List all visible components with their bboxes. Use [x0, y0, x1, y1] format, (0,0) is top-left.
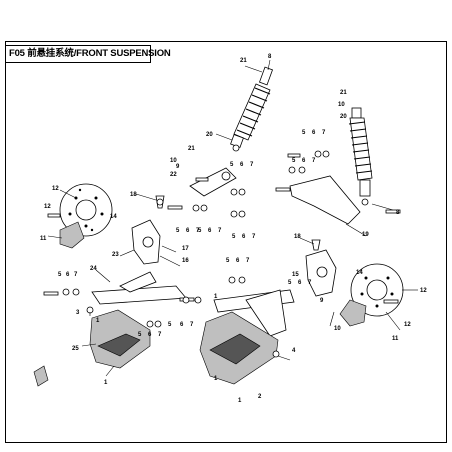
svg-text:6: 6 — [312, 130, 316, 136]
svg-text:7: 7 — [74, 272, 78, 278]
svg-text:6: 6 — [180, 322, 184, 328]
diagram-title: F05 前悬挂系统/FRONT SUSPENSION — [5, 45, 171, 63]
left-brake-caliper — [59, 221, 85, 249]
svg-text:5: 5 — [302, 130, 306, 136]
svg-text:5: 5 — [138, 332, 142, 338]
washers-and-nuts — [62, 150, 330, 328]
svg-text:7: 7 — [322, 130, 326, 136]
callout-5: 5 — [226, 258, 230, 264]
callout-23: 23 — [112, 252, 119, 258]
callout-9: 9 — [320, 298, 324, 304]
svg-text:7: 7 — [218, 228, 222, 234]
svg-text:6: 6 — [148, 332, 152, 338]
callout-12: 12 — [404, 322, 411, 328]
svg-text:6: 6 — [240, 162, 244, 168]
svg-text:7: 7 — [308, 280, 312, 286]
svg-text:5: 5 — [230, 162, 234, 168]
upper-control-arm-right — [289, 175, 361, 225]
callout-19: 19 — [362, 232, 369, 238]
callout-21: 21 — [340, 90, 347, 96]
left-brake-disc — [59, 183, 113, 237]
svg-text:5: 5 — [168, 322, 172, 328]
callout-12: 12 — [44, 204, 51, 210]
svg-text:5: 5 — [176, 228, 180, 234]
callout-21: 21 — [240, 58, 247, 64]
callout-20: 20 — [340, 114, 347, 120]
svg-text:5: 5 — [288, 280, 292, 286]
callout-17: 17 — [182, 246, 189, 252]
callout-9: 9 — [176, 164, 180, 170]
callout-1: 1 — [96, 318, 100, 324]
callout-4: 4 — [292, 348, 296, 354]
svg-text:6: 6 — [66, 272, 70, 278]
callout-10: 10 — [338, 102, 345, 108]
right-brake-caliper — [339, 299, 367, 327]
svg-text:7: 7 — [190, 322, 194, 328]
callout-6: 6 — [236, 258, 240, 264]
callout-21: 21 — [188, 146, 195, 152]
callout-10: 10 — [334, 326, 341, 332]
callout-25: 25 — [72, 346, 79, 352]
svg-text:7: 7 — [196, 228, 200, 234]
svg-text:5: 5 — [198, 228, 202, 234]
svg-text:7: 7 — [252, 234, 256, 240]
svg-text:6: 6 — [242, 234, 246, 240]
svg-text:1: 1 — [214, 376, 218, 382]
svg-text:1: 1 — [214, 294, 218, 300]
callout-16: 16 — [182, 258, 189, 264]
callout-15: 15 — [292, 272, 299, 278]
svg-text:5: 5 — [292, 158, 296, 164]
upper-control-arm-center — [189, 167, 237, 197]
callout-11: 11 — [40, 236, 47, 242]
svg-text:5: 5 — [58, 272, 62, 278]
callout-labels: 21 8 21 10 20 9 21 10 22 19 12 18 12 14 … — [40, 54, 427, 400]
svg-text:5: 5 — [232, 234, 236, 240]
svg-text:6: 6 — [208, 228, 212, 234]
callout-10: 10 — [170, 158, 177, 164]
callout-14: 14 — [356, 270, 363, 276]
svg-text:7: 7 — [158, 332, 162, 338]
callout-8: 8 — [396, 210, 400, 216]
svg-text:6: 6 — [186, 228, 190, 234]
bracket — [33, 365, 49, 387]
callout-12: 12 — [420, 288, 427, 294]
callout-24: 24 — [90, 266, 97, 272]
svg-text:1: 1 — [238, 398, 242, 404]
callout-8: 8 — [268, 54, 272, 60]
callout-12: 12 — [52, 186, 59, 192]
callout-3: 3 — [76, 310, 80, 316]
right-shock-absorber — [348, 107, 373, 206]
svg-text:6: 6 — [302, 158, 306, 164]
leader-lines — [47, 59, 418, 377]
svg-text:7: 7 — [312, 158, 316, 164]
svg-text:6: 6 — [298, 280, 302, 286]
callout-18: 18 — [294, 234, 301, 240]
callout-20: 20 — [206, 132, 213, 138]
callout-18: 18 — [130, 192, 137, 198]
callout-7: 7 — [246, 258, 250, 264]
callout-14: 14 — [110, 214, 117, 220]
callout-11: 11 — [392, 336, 399, 342]
left-shock-absorber — [230, 66, 274, 152]
diagram-frame — [5, 41, 447, 443]
svg-text:1: 1 — [104, 380, 108, 386]
svg-text:7: 7 — [250, 162, 254, 168]
callout-2: 2 — [258, 394, 262, 400]
callout-22: 22 — [170, 172, 177, 178]
